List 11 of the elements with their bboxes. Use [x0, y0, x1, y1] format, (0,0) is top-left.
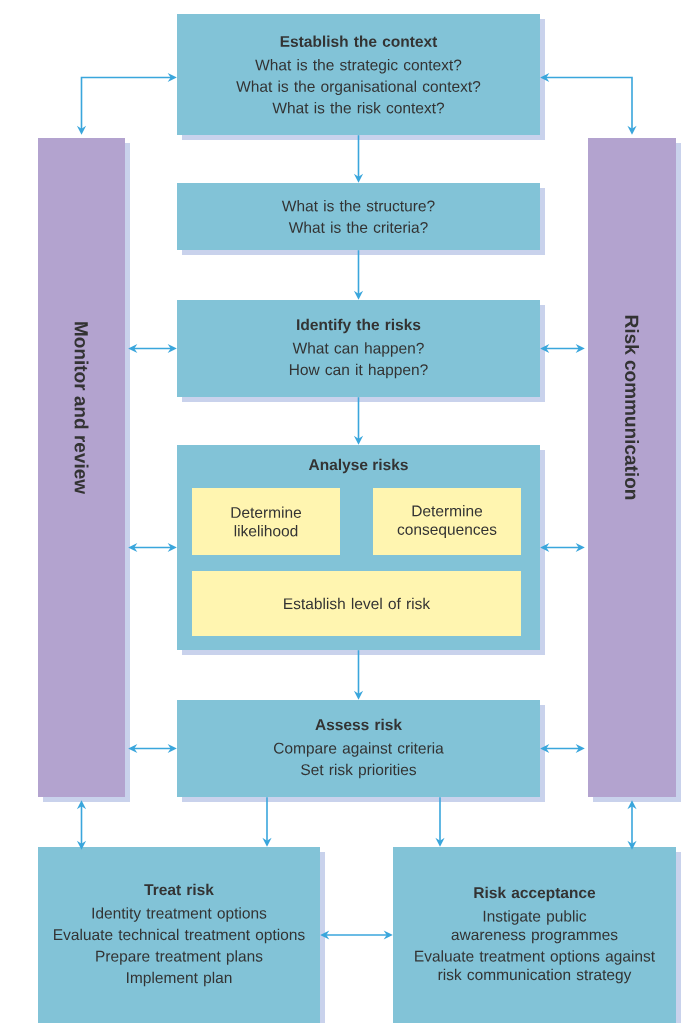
vertical-bar: Risk communication: [588, 138, 681, 802]
process-box: Risk acceptance Instigate public awareness programmes Evaluate treatment options against risk communication strategy: [393, 847, 681, 1023]
process-box: What is the structure? What is the criteria?: [177, 183, 545, 255]
step-box: Determine consequences: [373, 488, 521, 555]
vertical-bar: Monitor and review: [38, 138, 130, 802]
process-box: Treat risk Identity treatment options Evaluate technical treatment options Prepare treatment plans Implement plan: [38, 847, 325, 1023]
step-box: Establish level of risk: [192, 571, 521, 636]
process-box: Establish the context What is the strategic context? What is the organisational context? What is the risk context?: [177, 14, 545, 140]
process-box: Assess risk Compare against criteria Set risk priorities: [177, 700, 545, 802]
step-box: Determine likelihood: [192, 488, 340, 555]
process-box: Identify the risks What can happen? How can it happen?: [177, 300, 545, 402]
